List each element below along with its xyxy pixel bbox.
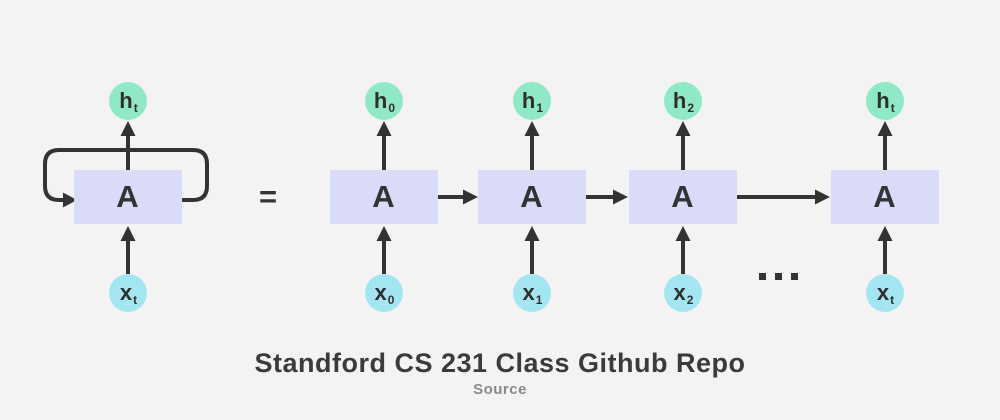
input-node-x2: x2 [664, 274, 702, 312]
node-label: x1 [522, 280, 543, 307]
cell-label: A [116, 179, 140, 214]
output-arrow-h0 [376, 121, 392, 172]
input-arrow-x1 [524, 226, 540, 274]
caption-source-label: Source [473, 381, 527, 398]
input-arrow-x2 [675, 226, 691, 274]
state-arrow-a0-to-a1 [436, 189, 478, 205]
node-label: x0 [374, 280, 395, 307]
output-node-h2: h2 [664, 82, 702, 120]
node-label: h2 [672, 88, 695, 115]
cell-a-1: A [478, 170, 586, 224]
input-node-x0: x0 [365, 274, 403, 312]
cell-label: A [520, 179, 544, 214]
ellipsis-dot [775, 273, 782, 280]
output-arrow-h1 [524, 121, 540, 172]
input-arrow-xt [877, 226, 893, 274]
node-label: h1 [521, 88, 544, 115]
ellipsis [759, 273, 798, 280]
output-node-h1: h1 [513, 82, 551, 120]
node-label: xt [119, 280, 138, 307]
folded-output-node-ht: ht [109, 82, 147, 120]
cell-a-t: A [831, 170, 939, 224]
input-arrow-x0 [376, 226, 392, 274]
input-node-xt: xt [866, 274, 904, 312]
output-node-ht: ht [866, 82, 904, 120]
node-label: x2 [673, 280, 694, 307]
cell-label: A [873, 179, 897, 214]
folded-input-node-xt: xt [109, 274, 147, 312]
folded-output-arrow [120, 121, 136, 172]
cell-label: A [671, 179, 695, 214]
node-label: ht [119, 88, 138, 115]
state-arrow-a2-to-at [735, 189, 830, 205]
output-arrow-ht [877, 121, 893, 172]
state-arrow-a1-to-a2 [584, 189, 628, 205]
folded-cell-a: A [74, 170, 182, 224]
ellipsis-dot [791, 273, 798, 280]
output-node-h0: h0 [365, 82, 403, 120]
folded-input-arrow [120, 226, 136, 274]
cell-a-2: A [629, 170, 737, 224]
node-label: h0 [373, 88, 396, 115]
node-label: xt [876, 280, 895, 307]
cell-a-0: A [330, 170, 438, 224]
input-node-x1: x1 [513, 274, 551, 312]
equals-sign: = [258, 179, 278, 214]
cell-label: A [372, 179, 396, 214]
ellipsis-dot [759, 273, 766, 280]
output-arrow-h2 [675, 121, 691, 172]
node-label: ht [876, 88, 895, 115]
caption-title: Standford CS 231 Class Github Repo [254, 348, 746, 378]
